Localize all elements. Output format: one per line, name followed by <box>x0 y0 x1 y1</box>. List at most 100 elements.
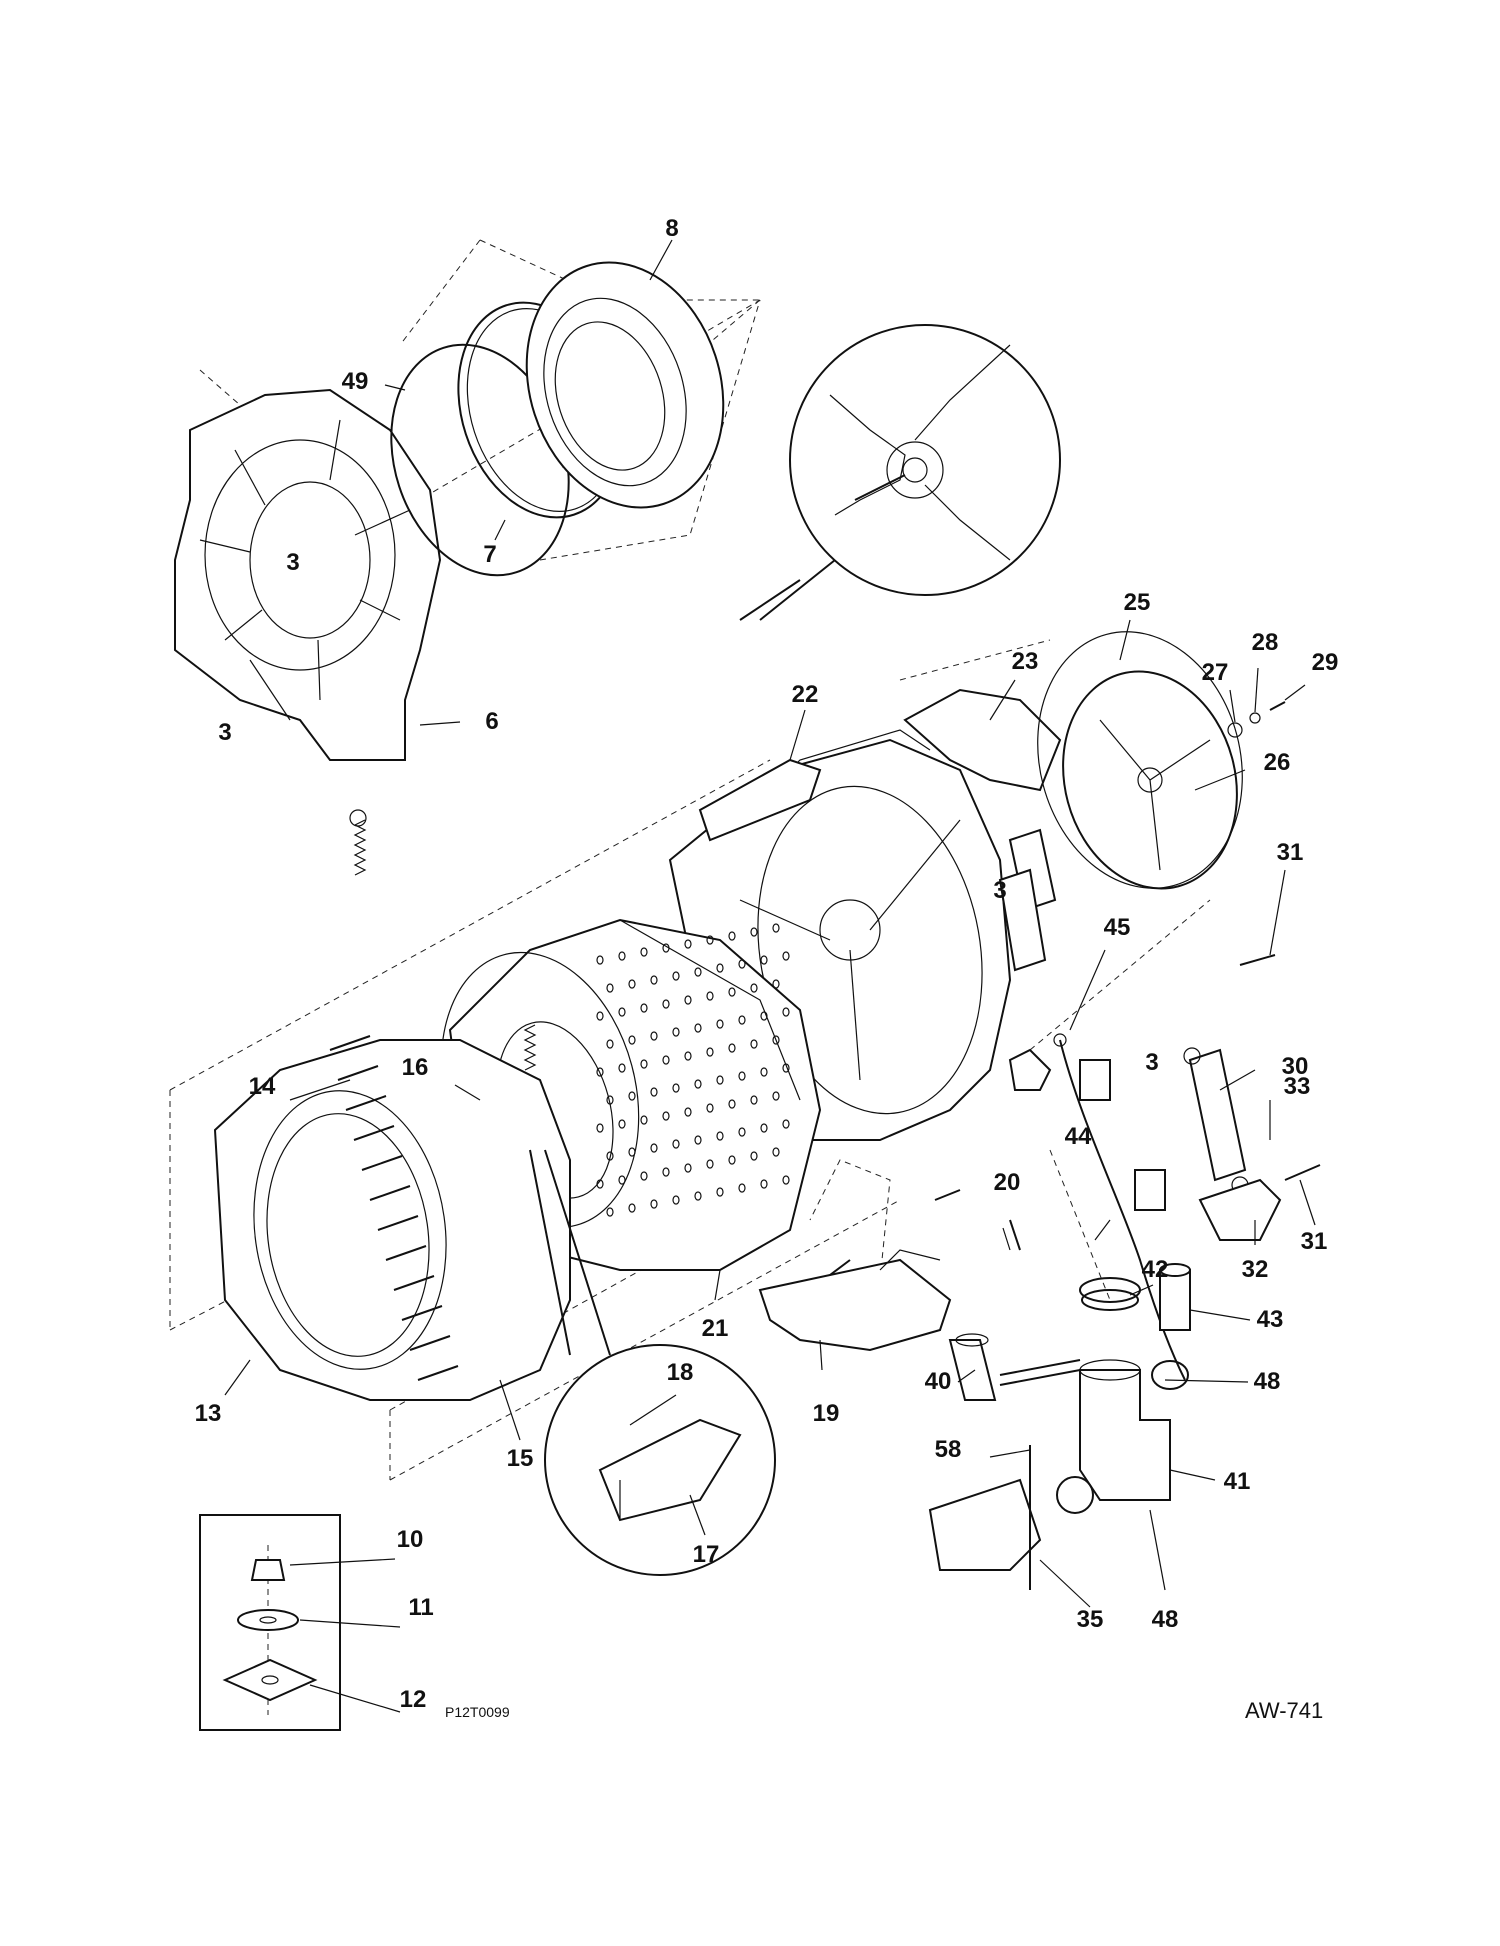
drum-hole <box>760 1011 768 1021</box>
callout-label: 32 <box>1241 1256 1269 1283</box>
callout-label: 15 <box>506 1445 534 1472</box>
drum-hole <box>606 1039 614 1049</box>
drum-hole <box>728 931 736 941</box>
callout-label: 3 <box>993 877 1007 904</box>
callout-label: 28 <box>1251 629 1279 656</box>
drum-hole <box>684 1107 692 1117</box>
drum-hole <box>706 935 714 945</box>
drum-hole <box>684 995 692 1005</box>
drum-hole <box>618 1175 626 1185</box>
callout-label: 13 <box>194 1400 222 1427</box>
drum-hole <box>596 1123 604 1133</box>
drum-hole <box>628 1147 636 1157</box>
drum-hole <box>782 1007 790 1017</box>
drum-hole <box>672 1027 680 1037</box>
drum-hole <box>738 959 746 969</box>
pump-assembly <box>928 1263 1191 1590</box>
drum-hole <box>628 1203 636 1213</box>
callout-label: 45 <box>1103 914 1131 941</box>
tub-bolt <box>361 1155 403 1171</box>
callout-label: 31 <box>1276 839 1304 866</box>
drum-hole <box>716 1131 724 1141</box>
drum-hole <box>650 1199 658 1209</box>
callout-label: 3 <box>218 719 232 746</box>
callout-label: 22 <box>791 681 819 708</box>
leader-lines <box>224 239 1316 1713</box>
drum-hole <box>662 1111 670 1121</box>
callout-label: 14 <box>248 1073 276 1100</box>
callout-label: 20 <box>993 1169 1021 1196</box>
drum-hole <box>706 1047 714 1057</box>
drum-hole <box>606 1207 614 1217</box>
drum-hole <box>738 1071 746 1081</box>
front-tub-part <box>213 1039 571 1401</box>
tub-bolt <box>353 1125 395 1141</box>
drum-hole <box>596 1179 604 1189</box>
drum-hole <box>782 1063 790 1073</box>
inset-box <box>199 1514 341 1731</box>
drum-perforations <box>596 923 790 1217</box>
callout-label: 30 <box>1281 1053 1309 1080</box>
drum-hole <box>640 1171 648 1181</box>
drum-hole <box>606 1151 614 1161</box>
callout-label: 10 <box>396 1526 424 1553</box>
drum-hole <box>716 1019 724 1029</box>
drum-hole <box>662 943 670 953</box>
drum-hole <box>760 1123 768 1133</box>
callout-label: 35 <box>1076 1606 1104 1633</box>
drum-hole <box>750 1095 758 1105</box>
drum-hole <box>662 1055 670 1065</box>
callout-label: 33 <box>1283 1073 1311 1100</box>
drum-hole <box>706 1103 714 1113</box>
callout-label: 43 <box>1256 1306 1284 1333</box>
drum-hole <box>596 1011 604 1021</box>
drum-hole <box>618 1007 626 1017</box>
drum-hole <box>750 1039 758 1049</box>
drum-hole <box>694 1079 702 1089</box>
tub-bolt <box>345 1095 387 1111</box>
callout-label: 48 <box>1151 1606 1179 1633</box>
callout-label: 3 <box>1145 1049 1159 1076</box>
tub-bolt <box>417 1365 459 1381</box>
callout-label: 58 <box>934 1436 962 1463</box>
drum-hole <box>738 1183 746 1193</box>
rear-cover-part <box>1037 631 1243 890</box>
bolt-part <box>1239 954 1321 1181</box>
callout-label: 12 <box>399 1686 427 1713</box>
drum-hole <box>640 1059 648 1069</box>
drum-hole <box>772 1147 780 1157</box>
drum-hole <box>640 947 648 957</box>
callout-label: 49 <box>341 368 369 395</box>
drum-hole <box>628 1091 636 1101</box>
drum-hole <box>728 1043 736 1053</box>
drum-hole <box>782 1119 790 1129</box>
drum-hole <box>694 1191 702 1201</box>
heater-bracket-part <box>758 1249 952 1352</box>
spider-detail-view <box>739 324 1061 621</box>
lifter-detail-view <box>529 1149 776 1576</box>
drum-hole <box>640 1003 648 1013</box>
callout-label: 25 <box>1123 589 1151 616</box>
drum-hole <box>684 1051 692 1061</box>
drum-hole <box>706 1159 714 1169</box>
callout-label: 41 <box>1223 1468 1251 1495</box>
drum-hole <box>672 971 680 981</box>
callout-label: 6 <box>485 708 499 735</box>
tub-bolt <box>385 1245 427 1261</box>
tub-bolt <box>329 1035 371 1051</box>
drum-hole <box>782 951 790 961</box>
tub-bolts <box>329 1035 459 1381</box>
callout-label: 31 <box>1300 1228 1328 1255</box>
callout-label: 18 <box>666 1359 694 1386</box>
drum-hole <box>772 979 780 989</box>
tub-bolt <box>401 1305 443 1321</box>
drum-hole <box>618 1063 626 1073</box>
callout-label: 19 <box>812 1400 840 1427</box>
drum-hole <box>728 1099 736 1109</box>
callout-label: 40 <box>924 1368 952 1395</box>
drum-hole <box>728 1155 736 1165</box>
drum-hole <box>760 1179 768 1189</box>
drum-hole <box>738 1127 746 1137</box>
drum-hole <box>606 1095 614 1105</box>
drum-hole <box>618 1119 626 1129</box>
